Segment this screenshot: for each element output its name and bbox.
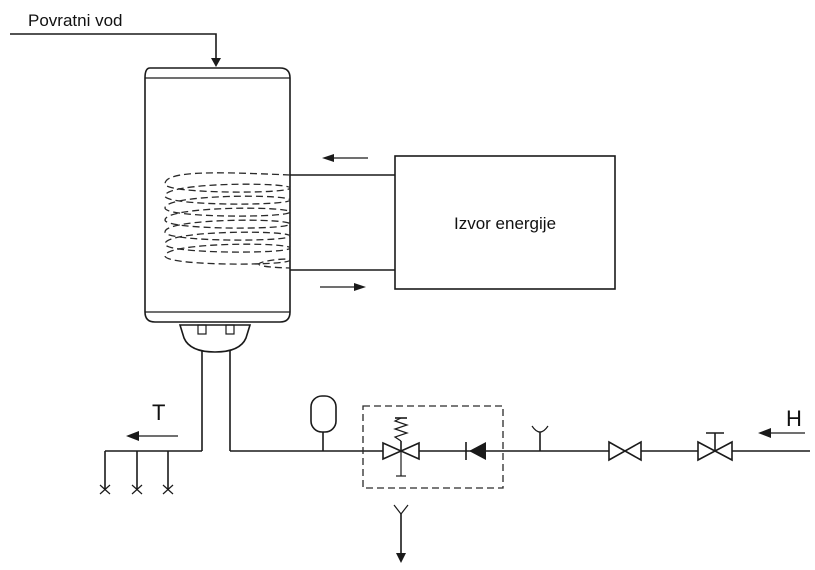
cold-water-inlet: H: [229, 350, 810, 452]
cold-water-arrow-icon: [758, 428, 771, 438]
safety-valve-icon: [382, 417, 420, 477]
energy-source-label: Izvor energije: [454, 214, 556, 233]
shutoff-valve-icon: [608, 440, 642, 462]
flow-right-arrow-icon: [354, 283, 366, 291]
tank-flange: [178, 324, 252, 353]
safety-group-box: [362, 405, 504, 489]
tap-icon: [131, 484, 143, 495]
tap-icon: [162, 484, 174, 495]
hot-water-arrow-icon: [126, 431, 139, 441]
return-line: Povratni vod: [10, 11, 221, 67]
return-line-label: Povratni vod: [28, 11, 123, 30]
storage-tank: [144, 67, 291, 323]
hot-water-outlet: T: [99, 350, 203, 495]
hot-water-label: T: [152, 400, 165, 425]
drain-funnel-icon: [393, 504, 409, 563]
test-point-icon: [531, 425, 549, 451]
energy-source-box: Izvor energije: [394, 155, 616, 290]
cold-water-label: H: [786, 406, 802, 431]
heating-coil: [164, 172, 291, 269]
return-arrow-icon: [211, 58, 221, 67]
check-valve-icon: [465, 442, 486, 460]
flow-left-arrow-icon: [322, 154, 334, 162]
stop-valve-icon: [697, 432, 733, 462]
expansion-vessel-icon: [310, 395, 337, 451]
tap-icon: [99, 484, 111, 495]
source-pipes: [290, 154, 395, 291]
